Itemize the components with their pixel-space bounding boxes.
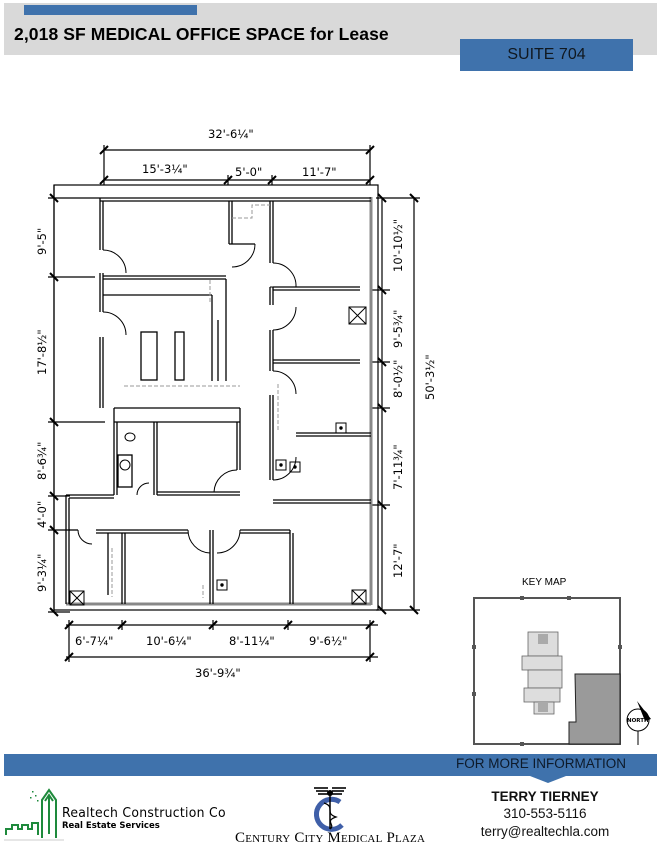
dim-bottom-1: 6'-7¼"	[75, 634, 113, 648]
info-band	[4, 754, 657, 776]
dim-left-5: 9'-3¼"	[35, 554, 49, 592]
contact-phone[interactable]: 310-553-5116	[503, 806, 587, 821]
floor-plan: 32'-6¼" 15'-3¼" 5'-0" 11'-7" 9'-5" 17'-8…	[35, 127, 437, 680]
dim-left-1: 9'-5"	[35, 228, 49, 255]
suite-label: SUITE 704	[507, 46, 586, 63]
dim-top-1: 15'-3¼"	[142, 162, 188, 176]
dim-bottom-overall: 36'-9¾"	[195, 666, 241, 680]
dim-right-5: 12'-7"	[391, 543, 405, 578]
ccmp-name: Century City Medical Plaza	[235, 830, 426, 846]
svg-text:NORTH: NORTH	[627, 718, 649, 724]
dim-right-3: 8'-0½"	[391, 360, 405, 398]
key-map-label: KEY MAP	[522, 577, 567, 588]
dim-right-4: 7'-11¾"	[391, 444, 405, 490]
contact-block: TERRY TIERNEY 310-553-5116 terry@realtec…	[470, 788, 620, 841]
key-map: NORTH	[472, 596, 651, 746]
dim-bottom-2: 10'-6¼"	[146, 634, 192, 648]
dim-right-2: 9'-5¾"	[391, 310, 405, 348]
dim-left-4: 4'-0"	[35, 501, 49, 528]
dim-bottom-3: 8'-11¼"	[229, 634, 275, 648]
dim-left-2: 17'-8½"	[35, 329, 49, 375]
dim-top-2: 5'-0"	[235, 165, 262, 179]
dim-top-overall: 32'-6¼"	[208, 127, 254, 141]
dim-right-1: 10'-10½"	[391, 219, 405, 272]
dim-top-3: 11'-7"	[302, 165, 337, 179]
key-map-suite-highlight	[568, 673, 621, 745]
info-label: FOR MORE INFORMATION	[456, 756, 626, 771]
caduceus-logo-icon	[314, 787, 346, 832]
dim-right-overall: 50'-3½"	[423, 354, 437, 400]
contact-email[interactable]: terry@realtechla.com	[480, 824, 610, 839]
contact-name: TERRY TIERNEY	[491, 789, 599, 804]
dim-bottom-4: 9'-6½"	[309, 634, 347, 648]
realtech-name: Realtech Construction Co	[62, 805, 226, 821]
info-notch	[530, 776, 566, 783]
page-title: 2,018 SF MEDICAL OFFICE SPACE for Lease	[14, 24, 389, 44]
suite-badge: SUITE 704	[460, 39, 633, 71]
realtech-subtitle: Real Estate Services	[62, 821, 160, 831]
header-accent-bar	[24, 5, 197, 15]
realtech-logo-icon	[4, 788, 64, 841]
dim-left-3: 8'-6¾"	[35, 442, 49, 480]
north-arrow-icon: NORTH	[626, 701, 651, 745]
